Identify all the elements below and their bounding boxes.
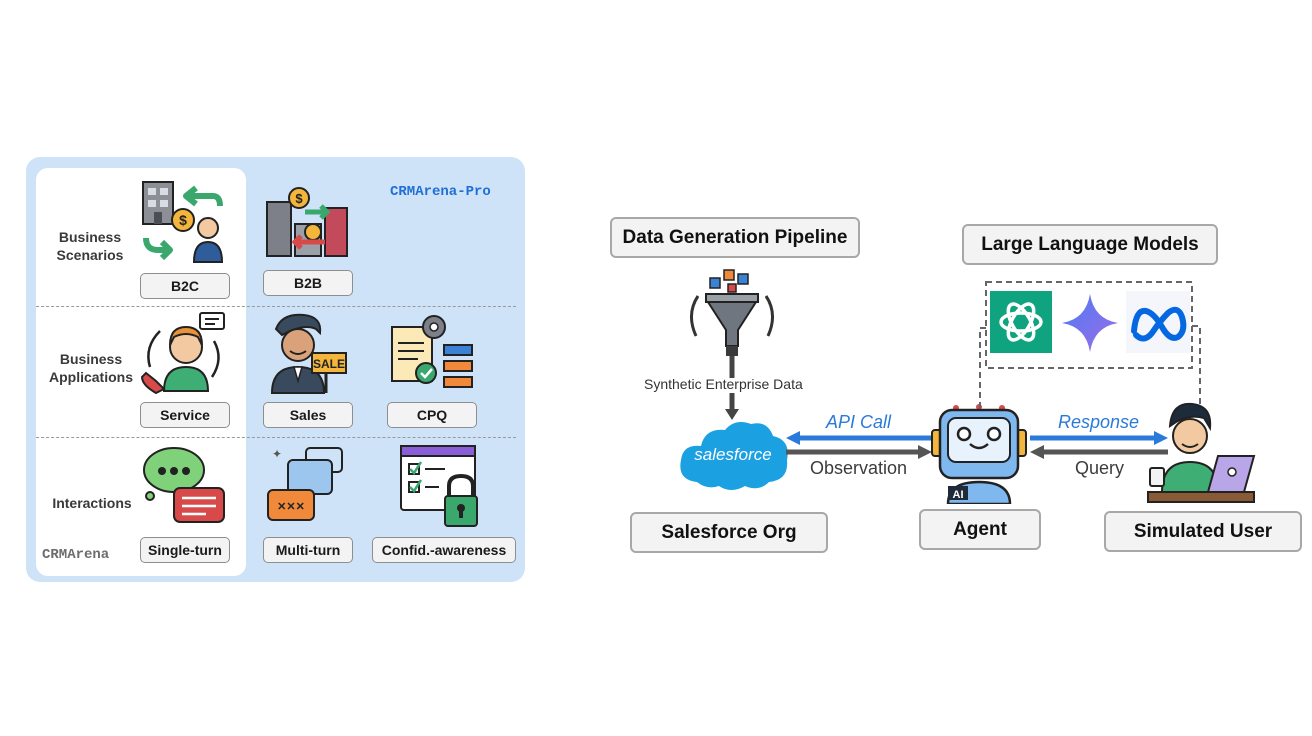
customer-service-icon bbox=[140, 312, 225, 395]
chat-bubbles-icon bbox=[143, 447, 225, 523]
funnel-icon bbox=[690, 269, 774, 378]
robot-agent-icon: AI bbox=[931, 404, 1027, 504]
gemini-logo-icon bbox=[1062, 294, 1118, 352]
synthetic-enterprise-data-label: Synthetic Enterprise Data bbox=[644, 376, 803, 392]
response-label: Response bbox=[1058, 412, 1140, 432]
data-generation-pipeline-label: Data Generation Pipeline bbox=[610, 217, 860, 258]
tag-cpq: CPQ bbox=[387, 402, 477, 428]
row-label-business-scenarios: Business Scenarios bbox=[56, 229, 124, 263]
svg-text:✕✕✕: ✕✕✕ bbox=[277, 501, 305, 513]
simulated-user-icon bbox=[1147, 402, 1256, 503]
crmarena-label: CRMArena bbox=[42, 547, 110, 563]
row-label-business-applications: Business Applications bbox=[48, 351, 133, 385]
cpq-document-gear-icon bbox=[391, 315, 473, 388]
observation-label: Observation bbox=[810, 458, 908, 478]
api-observation-arrows bbox=[786, 431, 932, 459]
large-language-models-label: Large Language Models bbox=[962, 224, 1218, 265]
lock-checklist-icon bbox=[400, 445, 478, 527]
openai-logo-icon bbox=[990, 291, 1052, 353]
crmarena-pro-label: CRMArena-Pro bbox=[390, 184, 491, 200]
svg-text:✦: ✦ bbox=[272, 447, 282, 461]
salesforce-org-label: Salesforce Org bbox=[630, 512, 828, 553]
svg-text:SALE: SALE bbox=[313, 357, 345, 371]
api-call-label: API Call bbox=[826, 412, 892, 432]
tag-service: Service bbox=[140, 402, 230, 428]
tag-b2b: B2B bbox=[263, 270, 353, 296]
row-divider bbox=[36, 306, 516, 307]
response-query-arrows bbox=[1030, 431, 1168, 459]
row-label-interactions: Interactions bbox=[52, 495, 132, 511]
meta-logo-icon bbox=[1126, 291, 1190, 353]
multi-chat-icon: ✕✕✕ ✦ bbox=[267, 447, 343, 521]
tag-b2c: B2C bbox=[140, 273, 230, 299]
tag-single-turn: Single-turn bbox=[140, 537, 230, 563]
b2b-city-icon: $ bbox=[266, 187, 348, 257]
svg-text:$: $ bbox=[179, 212, 187, 228]
salesforce-cloud-icon: salesforce bbox=[680, 422, 788, 490]
tag-confid-awareness: Confid.-awareness bbox=[372, 537, 516, 563]
tag-sales: Sales bbox=[263, 402, 353, 428]
building-exchange-icon: $ bbox=[142, 181, 224, 263]
tag-multi-turn: Multi-turn bbox=[263, 537, 353, 563]
robot-ai-badge: AI bbox=[953, 489, 964, 501]
simulated-user-label: Simulated User bbox=[1104, 511, 1302, 552]
down-arrow bbox=[725, 393, 739, 420]
llm-dashed-connector bbox=[979, 281, 1201, 408]
salesforce-logo-text: salesforce bbox=[694, 445, 771, 464]
svg-text:$: $ bbox=[295, 191, 303, 206]
salesman-icon: SALE bbox=[270, 313, 347, 394]
query-label: Query bbox=[1075, 458, 1125, 478]
agent-label: Agent bbox=[919, 509, 1041, 550]
row-divider bbox=[36, 437, 516, 438]
